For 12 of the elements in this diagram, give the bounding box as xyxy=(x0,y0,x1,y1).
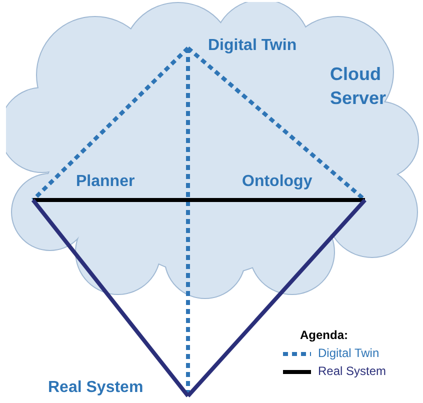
node-label: Real System xyxy=(48,378,144,398)
legend-label: Digital Twin xyxy=(318,346,380,360)
connector-line xyxy=(32,46,190,202)
node-label: Ontology xyxy=(242,172,312,192)
connector-line xyxy=(33,198,365,202)
legend-label: Real System xyxy=(318,364,386,378)
node-label: Cloud Server xyxy=(330,63,388,110)
connector-line xyxy=(186,198,366,398)
node-label: Planner xyxy=(76,172,135,192)
legend-title: Agenda: xyxy=(300,328,348,342)
connector-line xyxy=(31,198,190,398)
node-label: Digital Twin xyxy=(208,36,297,56)
